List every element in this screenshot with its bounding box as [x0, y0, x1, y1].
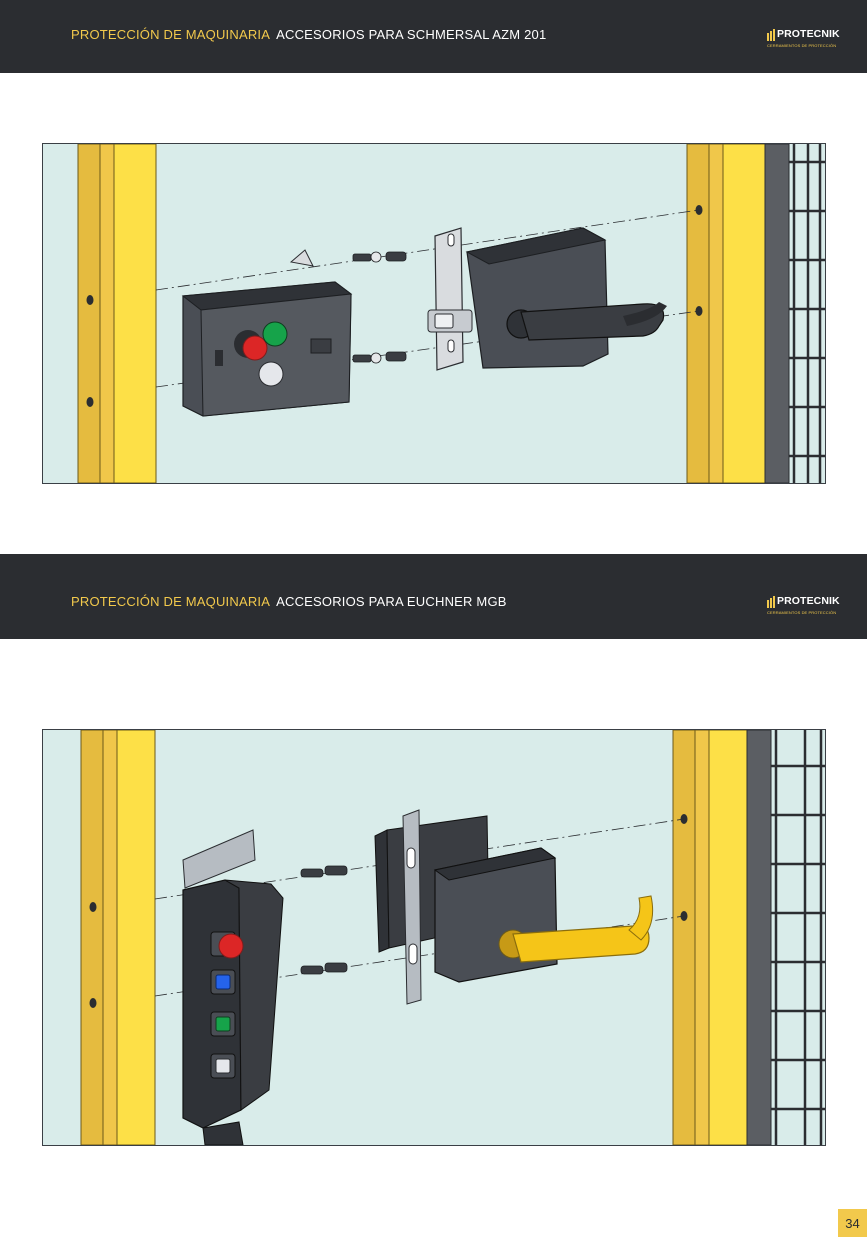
right-post [686, 144, 790, 483]
mounting-screws [300, 865, 348, 975]
section-category: PROTECCIÓN DE MAQUINARIA [71, 27, 271, 42]
left-post [80, 730, 156, 1145]
section-subtitle: ACCESORIOS PARA SCHMERSAL AZM 201 [276, 27, 547, 42]
wire-mesh [771, 730, 825, 1145]
logo-tagline: CERRAMIENTOS DE PROTECCIÓN [767, 43, 837, 48]
section-subtitle: ACCESORIOS PARA EUCHNER MGB [276, 594, 507, 609]
logo-tagline: CERRAMIENTOS DE PROTECCIÓN [767, 610, 837, 615]
right-post [672, 730, 772, 1145]
mgb-locking-module [374, 809, 654, 1005]
logo-mark-icon [767, 596, 775, 608]
section-title-1: PROTECCIÓN DE MAQUINARIA ACCESORIOS PARA … [71, 27, 546, 42]
mgb-handle-module [182, 829, 284, 1145]
figure-euchner-mgb [42, 729, 826, 1146]
protecnik-logo: PROTECNIK CERRAMIENTOS DE PROTECCIÓN [767, 28, 840, 52]
logo-mark-icon [767, 29, 775, 41]
wire-mesh [789, 144, 825, 483]
left-post [77, 144, 157, 483]
header-band-2: PROTECCIÓN DE MAQUINARIA ACCESORIOS PARA … [0, 554, 867, 639]
logo-wordmark: PROTECNIK [777, 28, 840, 40]
protecnik-logo: PROTECNIK CERRAMIENTOS DE PROTECCIÓN [767, 595, 840, 619]
page-number: 34 [838, 1209, 867, 1237]
header-band-1: PROTECCIÓN DE MAQUINARIA ACCESORIOS PARA … [0, 0, 867, 73]
control-box [181, 249, 353, 417]
section-title-2: PROTECCIÓN DE MAQUINARIA ACCESORIOS PARA … [71, 594, 507, 609]
section-category: PROTECCIÓN DE MAQUINARIA [71, 594, 271, 609]
logo-wordmark: PROTECNIK [777, 595, 840, 607]
azm201-switch [427, 227, 667, 371]
figure-1-illustration [77, 144, 825, 483]
figure-schmersal-azm201 [42, 143, 826, 484]
mounting-screws [352, 251, 407, 364]
figure-2-illustration [80, 730, 825, 1145]
